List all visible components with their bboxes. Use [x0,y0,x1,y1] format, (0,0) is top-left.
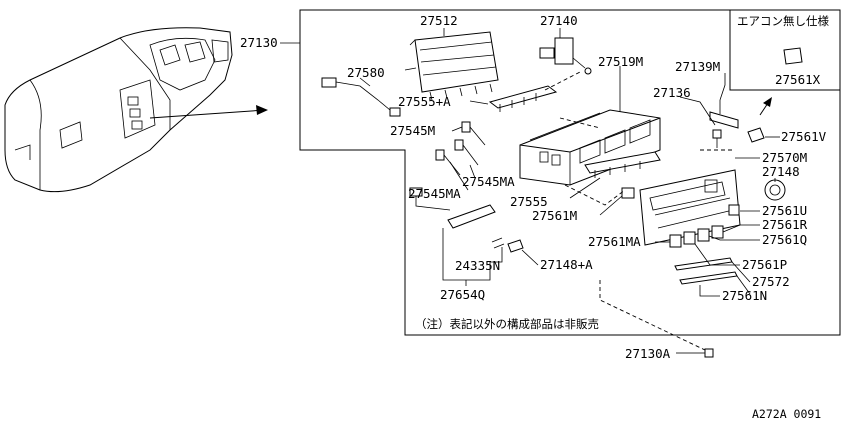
label-27130: 27130 [240,35,278,50]
label-27136: 27136 [653,85,691,100]
part-27572-strip [674,257,733,271]
dashboard-illustration [4,27,233,193]
label-27512: 27512 [420,13,458,28]
part-27136-screw [712,129,722,148]
part-27148A [507,239,524,253]
label-27519M: 27519M [598,54,643,69]
part-27140-actuator [539,37,592,75]
arrow-head [256,105,268,115]
part-27561V-knob [747,127,765,143]
main-frame [299,9,841,336]
part-27545M-bulbs [435,121,486,176]
drawing-code: A272A 0091 [752,407,821,421]
label-27140: 27140 [540,13,578,28]
label-27555: 27555 [510,194,548,209]
leader-lines [280,28,780,354]
label-27561X: 27561X [775,72,821,87]
inset-title: エアコン無し仕様 [737,14,829,28]
part-27561X-knob [783,47,803,65]
label-27130A: 27130A [625,346,671,361]
label-27561U: 27561U [762,203,807,218]
label-27555A: 27555+A [398,94,451,109]
label-27561P: 27561P [742,257,787,272]
part-27654Q-harness [409,187,496,229]
part-27555A-strip [488,85,558,112]
footnote: （注）表記以外の構成部品は非販売 [415,317,599,331]
part-27580-harness [321,77,401,117]
part-27148-knob [764,179,786,201]
label-27561V: 27561V [781,129,827,144]
label-27148A: 27148+A [540,257,593,272]
label-27572: 27572 [752,274,790,289]
label-27580: 27580 [347,65,385,80]
label-27561M: 27561M [532,208,577,223]
part-27561N-strip [679,271,738,285]
part-27512-panel [404,31,499,101]
part-27555-strip [584,151,661,178]
inset-frame [729,10,840,91]
label-27545MA-right: 27545MA [462,174,515,189]
part-24335N [491,237,505,249]
part-27519M-unit [519,109,661,186]
label-27570M: 27570M [762,150,807,165]
label-27561R: 27561R [762,217,808,232]
label-27561Q: 27561Q [762,232,807,247]
label-27654Q: 27654Q [440,287,485,302]
part-27130A-screw [690,348,714,358]
label-27561N: 27561N [722,288,767,303]
label-24335N: 24335N [455,258,500,273]
label-27139M: 27139M [675,59,720,74]
label-27545MA-left: 27545MA [408,186,461,201]
part-27561M-knob [621,187,635,199]
label-27148: 27148 [762,164,800,179]
label-27561MA: 27561MA [588,234,641,249]
label-27545M: 27545M [390,123,435,138]
